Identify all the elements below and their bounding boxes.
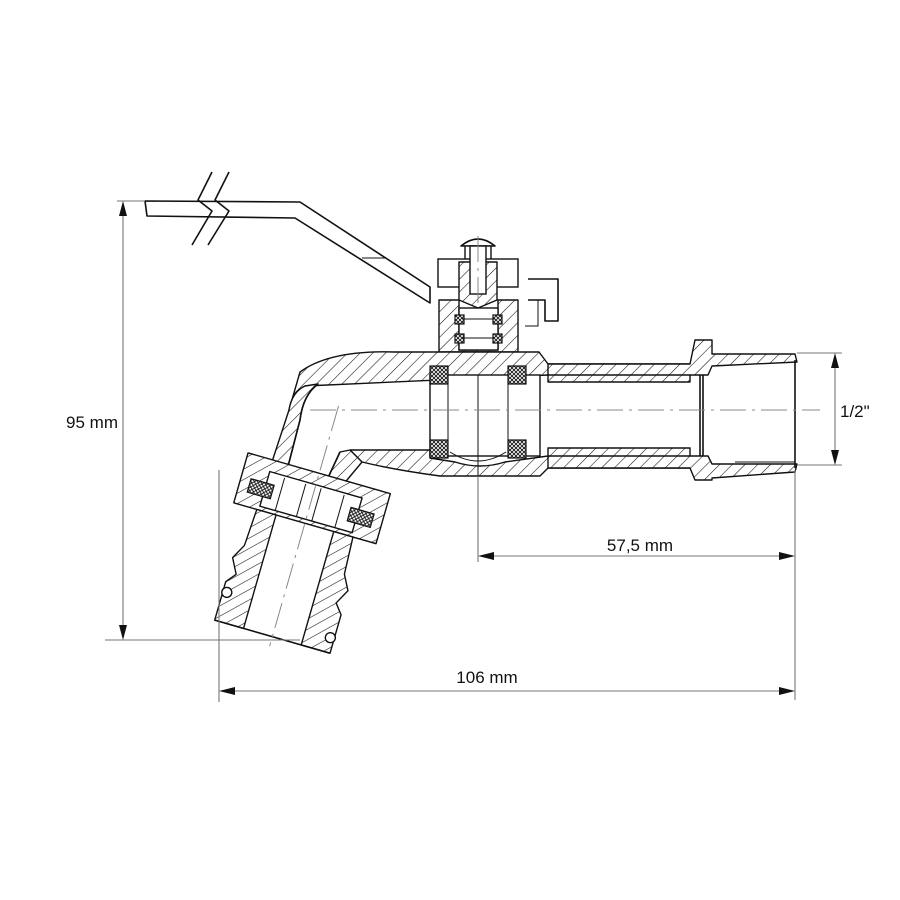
dimension-body-length: 57,5 mm [477,470,796,700]
dimension-height: 95 mm [66,200,300,641]
dimension-total-length: 106 mm [218,470,795,702]
dimension-thread: 1/2" [797,352,870,466]
dimension-total-length-label: 106 mm [456,668,517,687]
dimension-height-label: 95 mm [66,413,118,432]
dimension-thread-label: 1/2" [840,402,870,421]
hose-connector [213,405,392,654]
lever-handle [144,171,431,304]
inlet-thread [547,339,798,481]
dimension-body-length-label: 57,5 mm [607,536,673,555]
